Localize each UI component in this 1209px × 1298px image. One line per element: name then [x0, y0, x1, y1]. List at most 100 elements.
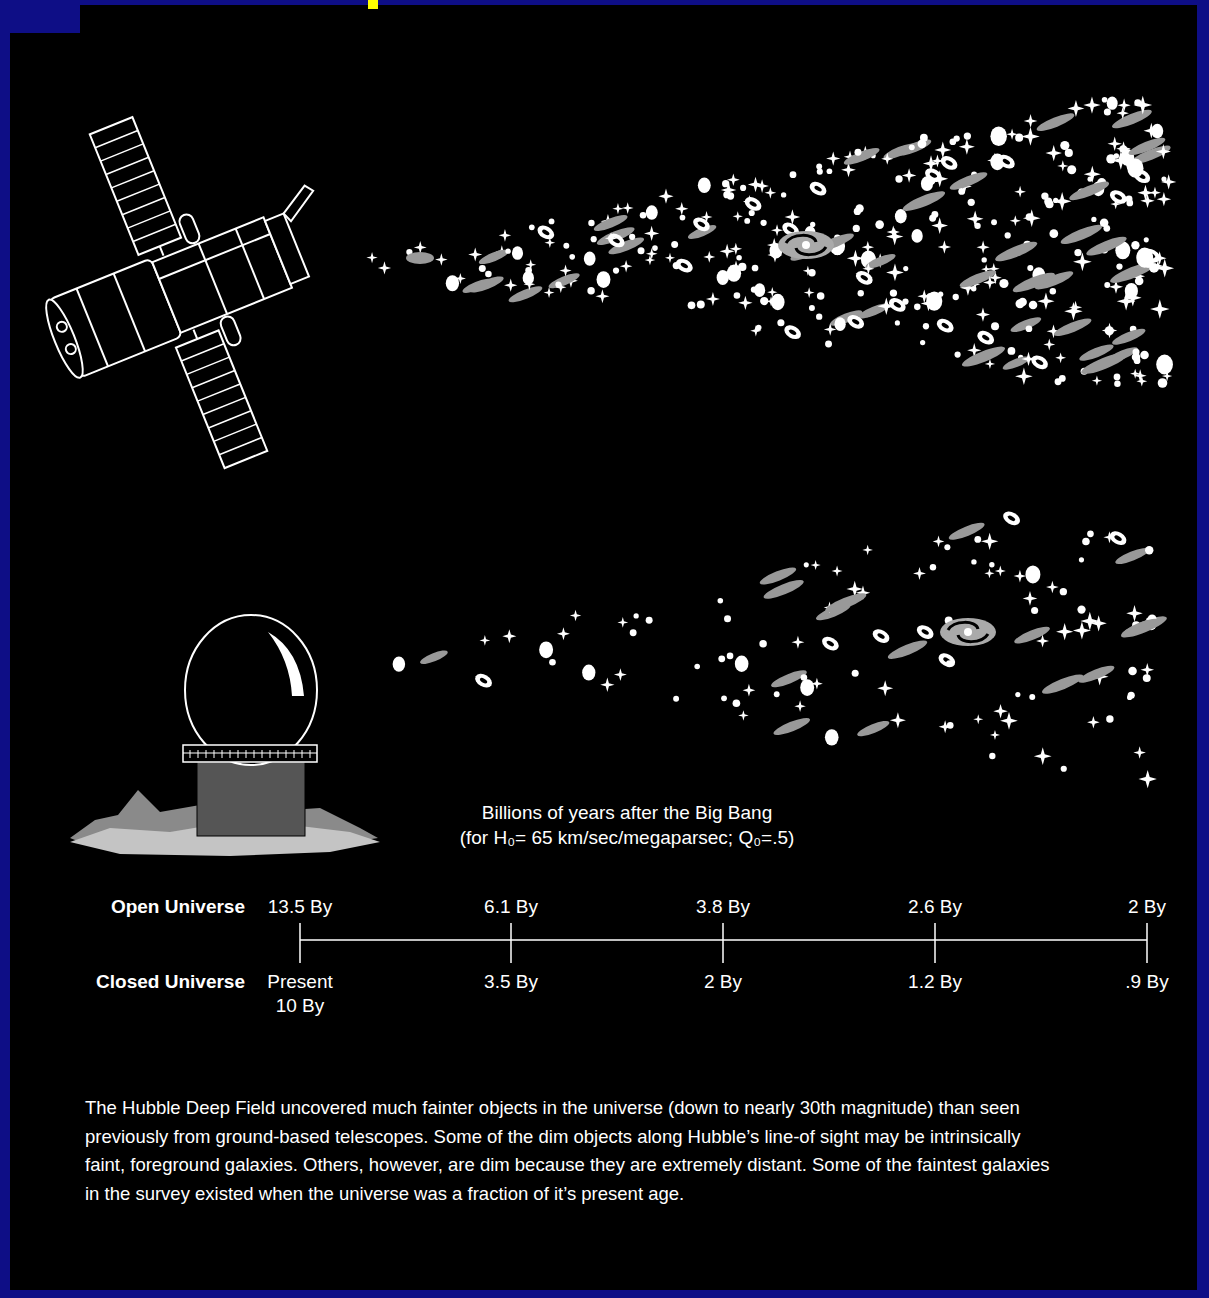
star-sparkle	[1064, 302, 1083, 321]
star-sparkle	[605, 232, 617, 244]
railing-post	[294, 750, 295, 758]
star-sparkle	[811, 678, 823, 690]
galaxy-dot	[1016, 299, 1025, 308]
edge-on-galaxy	[958, 267, 998, 291]
small-galaxy	[1029, 353, 1051, 372]
star-sparkle	[792, 636, 805, 649]
time-value: 6.1 By	[484, 895, 538, 919]
galaxy-dot	[1116, 263, 1122, 269]
axis-tick	[934, 923, 936, 963]
star-sparkle	[1055, 352, 1066, 363]
galaxy-dot	[1049, 229, 1058, 238]
elliptical-galaxy	[825, 729, 839, 745]
star-sparkle	[1057, 160, 1068, 171]
observatory-pier	[197, 762, 305, 836]
galaxy-dot	[479, 265, 486, 272]
elliptical-galaxy	[735, 656, 749, 672]
time-value: 2 By	[704, 970, 742, 994]
galaxy-dot	[890, 289, 897, 296]
panel-stripe	[203, 397, 246, 414]
star-sparkle	[1000, 712, 1018, 730]
star-sparkle	[480, 635, 491, 646]
galaxy-dot	[989, 753, 995, 759]
galaxy-dot	[1126, 200, 1133, 207]
star-sparkle	[468, 248, 482, 262]
star-sparkle	[617, 617, 628, 628]
panel-stripe	[133, 224, 176, 241]
edge-on-galaxy	[896, 137, 933, 159]
railing-post	[230, 750, 231, 758]
galaxy-dot	[1008, 347, 1016, 355]
axis-tick	[722, 923, 724, 963]
galaxy-dot	[895, 175, 902, 182]
star-sparkle	[765, 187, 777, 199]
galaxy-dot	[1114, 374, 1121, 381]
star-sparkle	[504, 279, 517, 292]
galaxy-dot	[680, 215, 686, 221]
port	[64, 343, 77, 356]
galaxy-dot	[914, 304, 921, 311]
galaxy-dot	[1065, 149, 1073, 157]
galaxy-dot	[588, 220, 594, 226]
galaxy-dot	[1050, 288, 1056, 294]
galaxy-dot	[759, 640, 766, 647]
star-sparkle	[826, 151, 840, 165]
star-sparkle	[995, 566, 1006, 577]
edge-on-galaxy	[1009, 314, 1043, 334]
spiral-arm	[948, 622, 988, 641]
star-sparkle	[1141, 663, 1155, 677]
time-value: Present 10 By	[260, 970, 340, 1018]
galaxy-dot	[727, 653, 734, 660]
galaxy-dot	[909, 144, 915, 150]
hubble-view-cone	[366, 96, 1176, 388]
edge-on-galaxy	[1079, 349, 1129, 378]
small-galaxy	[936, 650, 958, 669]
star-sparkle	[931, 154, 944, 167]
star-sparkle	[1152, 260, 1163, 271]
edge-on-galaxy	[1059, 221, 1104, 247]
small-galaxy	[674, 256, 696, 275]
galaxy-dot	[673, 696, 679, 702]
star-sparkle	[614, 668, 627, 681]
small-galaxy	[914, 622, 936, 641]
spiral-galaxy	[778, 231, 834, 259]
galaxy-detail	[1007, 515, 1016, 522]
star-sparkle	[990, 730, 1000, 740]
star-sparkle	[984, 568, 994, 578]
galaxy-dot	[1143, 674, 1151, 682]
panel-stripe	[128, 211, 171, 228]
elliptical-galaxy	[597, 271, 611, 288]
edge-on-galaxy	[769, 667, 808, 690]
railing-post	[222, 750, 223, 758]
dome-slit	[268, 632, 304, 696]
galaxy-detail	[788, 328, 797, 335]
small-galaxy	[975, 328, 997, 347]
star-sparkle	[645, 255, 656, 266]
small-galaxy	[853, 268, 875, 287]
galaxy-dot	[1045, 200, 1053, 208]
galaxy-dot	[875, 220, 884, 229]
galaxy-dot	[944, 544, 950, 550]
star-sparkle	[881, 153, 893, 165]
edge-on-galaxy	[1085, 233, 1129, 259]
galaxy-dot	[1104, 108, 1111, 115]
star-sparkle	[1023, 209, 1041, 227]
galaxy-dot	[688, 301, 696, 309]
galaxy-dot	[858, 290, 864, 296]
star-sparkle	[1117, 107, 1129, 119]
star-sparkle	[750, 325, 761, 336]
edge-on-galaxy	[477, 247, 510, 267]
galaxy-dot	[640, 212, 647, 219]
galaxy-dot	[790, 171, 797, 178]
star-sparkle	[544, 287, 555, 298]
hubble-telescope	[0, 65, 397, 510]
star-sparkle	[665, 253, 675, 263]
star-sparkle	[675, 202, 688, 215]
galaxy-dot	[734, 292, 741, 299]
small-galaxy	[535, 223, 557, 242]
galaxy-dot	[854, 149, 861, 156]
star-sparkle	[600, 678, 614, 692]
star-sparkle	[1083, 96, 1100, 113]
edge-on-galaxy	[1013, 624, 1052, 647]
